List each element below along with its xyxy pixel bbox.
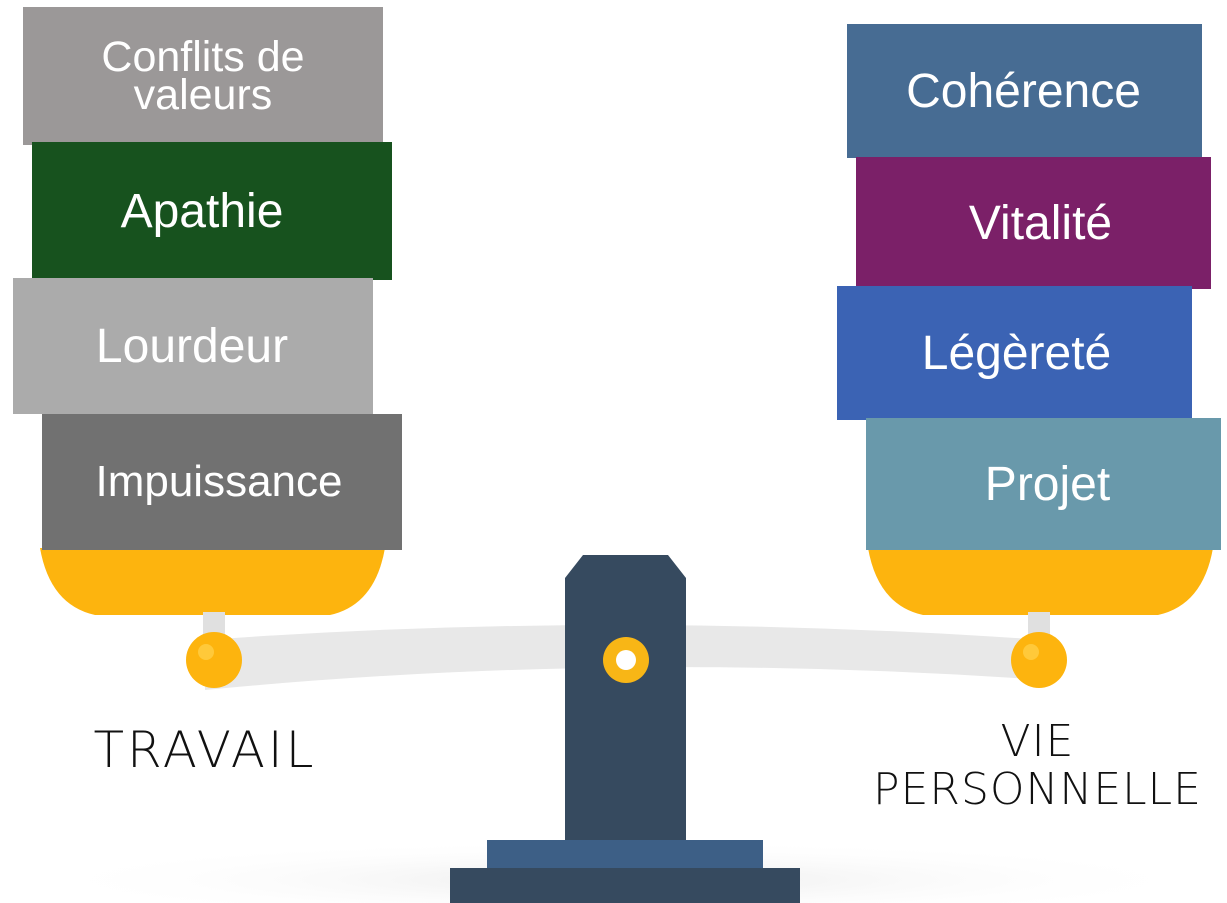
right-block-projet: Projet	[866, 418, 1221, 550]
right-pan	[868, 548, 1213, 615]
right-block-legerete: Légèreté	[837, 286, 1192, 420]
right-block-label: Vitalité	[968, 196, 1113, 250]
stand-pillar	[565, 555, 686, 845]
right-block-coherence: Cohérence	[847, 24, 1202, 158]
right-pan-knob	[1011, 632, 1067, 688]
right-block-label: Cohérence	[906, 64, 1141, 118]
left-block-impuissance: Impuissance	[42, 414, 402, 550]
right-block-label: Légèreté	[921, 326, 1112, 380]
left-block-label: Lourdeur	[95, 319, 289, 373]
right-pan-knob-shine	[1023, 644, 1039, 660]
left-block-label: Apathie	[120, 184, 284, 238]
left-pan-knob-shine	[198, 644, 214, 660]
left-block-conflits-de-valeurs: Conflits de valeurs	[23, 7, 383, 145]
left-pan-knob	[186, 632, 242, 688]
label-travail: TRAVAIL	[93, 721, 317, 779]
stand-base-bottom	[450, 868, 800, 903]
left-block-label: Impuissance	[95, 457, 343, 506]
left-block-lourdeur: Lourdeur	[13, 278, 373, 414]
label-vie-personnelle: VIE PERSONNELLE	[873, 716, 1202, 815]
left-block-label: Conflits de valeurs	[101, 33, 305, 119]
pivot-center	[616, 650, 636, 670]
left-block-apathie: Apathie	[32, 142, 392, 280]
left-pan	[40, 548, 385, 615]
right-block-vitalite: Vitalité	[856, 157, 1211, 289]
right-block-label: Projet	[984, 457, 1111, 511]
